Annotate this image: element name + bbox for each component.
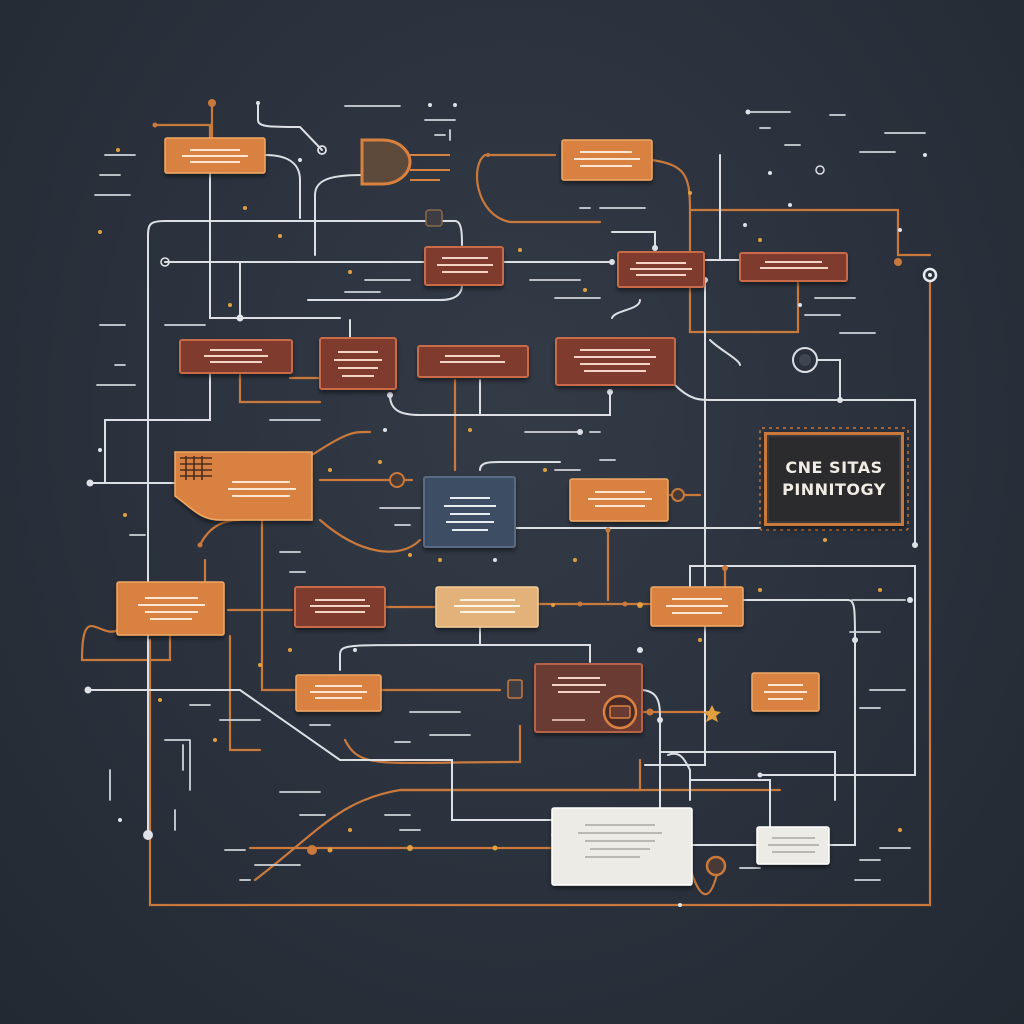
- process-node: [739, 252, 848, 282]
- process-node: [534, 663, 643, 733]
- process-node: [116, 581, 225, 636]
- star-marker-icon: [703, 705, 721, 722]
- diagram-nodes: [116, 137, 909, 886]
- process-node: [164, 137, 266, 174]
- sign-line-2: PINNITOGY: [782, 480, 886, 499]
- process-node: [294, 586, 386, 628]
- decor-dots: [84, 99, 927, 907]
- process-node: [435, 586, 539, 628]
- circuit-chip-icon: [389, 209, 727, 877]
- process-node: [423, 476, 516, 548]
- speaker-disc-icon: [602, 694, 638, 730]
- light-wires: [87, 104, 916, 846]
- process-node: [617, 251, 705, 288]
- logic-gate-icon: [360, 138, 450, 186]
- process-node: [555, 337, 676, 386]
- title-sign: CNE SITAS PINNITOGY: [764, 432, 904, 526]
- process-node: [569, 478, 669, 522]
- process-node: [756, 826, 830, 865]
- sign-line-1: CNE SITAS: [785, 458, 883, 477]
- process-node: [319, 337, 397, 390]
- process-node: [551, 807, 693, 886]
- process-node: [561, 139, 653, 181]
- process-node: [751, 672, 820, 712]
- process-node: [174, 451, 313, 521]
- process-node: [424, 246, 504, 286]
- process-node: [417, 345, 529, 378]
- ring-port-icon: [317, 145, 938, 373]
- process-node: [179, 339, 293, 374]
- process-node: [650, 586, 744, 627]
- sign-frame: [759, 427, 909, 531]
- process-node: [295, 674, 382, 712]
